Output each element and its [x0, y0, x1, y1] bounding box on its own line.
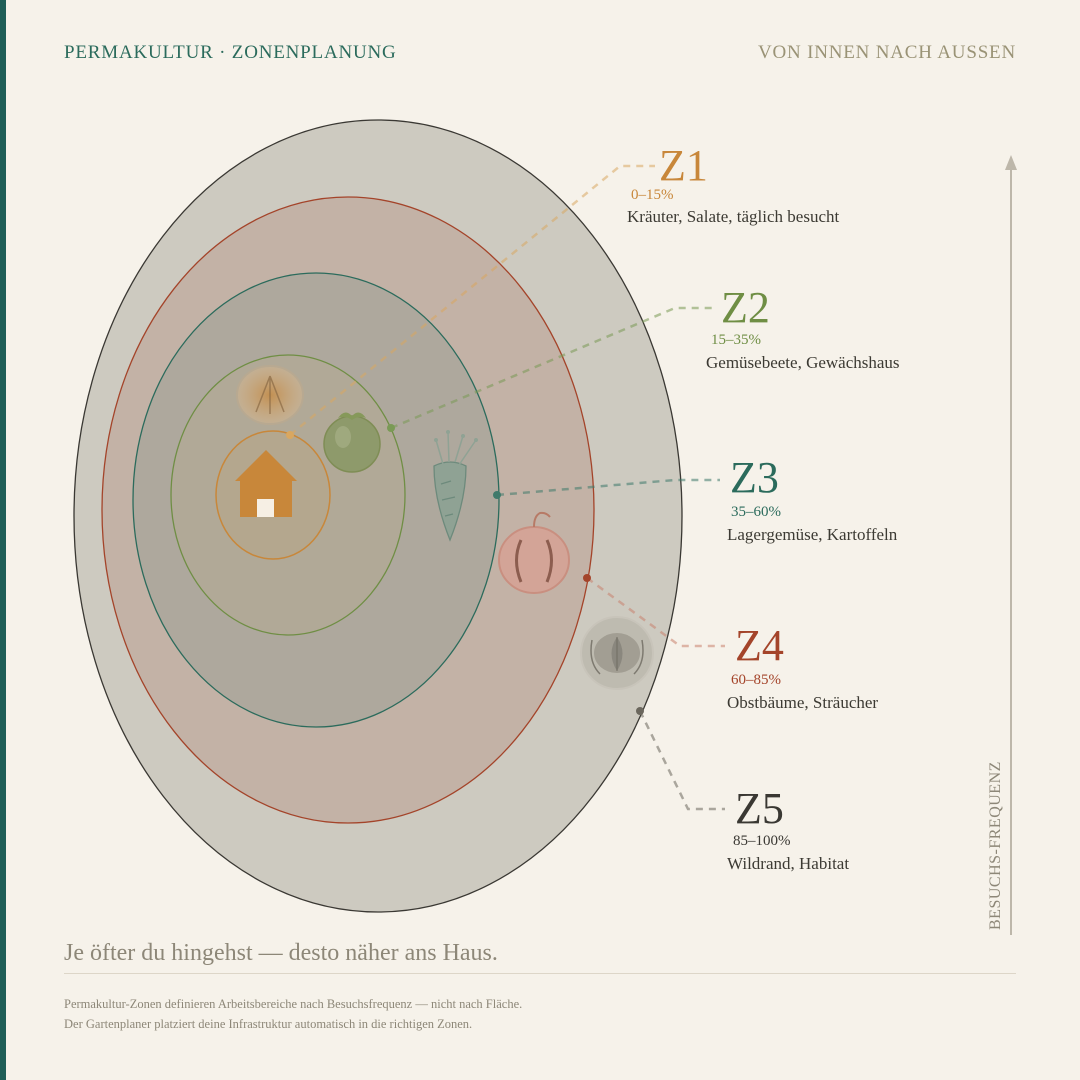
zone-5-anchor: [636, 707, 644, 715]
zone-1-description: Kräuter, Salate, täglich besucht: [627, 207, 840, 226]
zone-2-description: Gemüsebeete, Gewächshaus: [706, 353, 900, 372]
tomato-icon: [323, 412, 381, 473]
footnote-line-1: Permakultur-Zonen definieren Arbeitsbere…: [64, 997, 523, 1011]
zone-1-anchor: [286, 431, 294, 439]
zone-4-range: 60–85%: [731, 672, 781, 688]
zone-1-range: 0–15%: [631, 187, 674, 203]
accent-bar: [0, 0, 6, 1080]
zone-3-range: 35–60%: [731, 504, 781, 520]
zone-4-anchor: [583, 574, 591, 582]
zone-2-range: 15–35%: [711, 332, 761, 348]
zone-5-range: 85–100%: [733, 833, 791, 849]
pumpkin-icon: [498, 511, 570, 594]
zone-5-description: Wildrand, Habitat: [727, 854, 850, 873]
zone-4-description: Obstbäume, Sträucher: [727, 693, 879, 712]
zone-2-anchor: [387, 424, 395, 432]
page-title: PERMAKULTUR · ZONENPLANUNG: [64, 42, 397, 63]
frequency-axis-arrowhead: [1005, 155, 1017, 170]
footnote-line-2: Der Gartenplaner platziert deine Infrast…: [64, 1017, 473, 1031]
zone-5-code: Z5: [735, 784, 784, 833]
seed-icon: [236, 365, 304, 425]
zone-1-code: Z1: [659, 141, 708, 190]
habitat-icon: [580, 616, 654, 690]
zone-2-code: Z2: [721, 283, 770, 332]
tagline: Je öfter du hingehst — desto näher ans H…: [64, 940, 498, 966]
zone-3-description: Lagergemüse, Kartoffeln: [727, 525, 898, 544]
zone-5-leader: [638, 710, 725, 811]
zone-3-code: Z3: [730, 453, 779, 502]
page-subtitle: VON INNEN NACH AUSSEN: [757, 42, 1016, 63]
frequency-axis-label: BESUCHS-FREQUENZ: [987, 761, 1004, 930]
zone-4-code: Z4: [735, 621, 784, 670]
zone-3-anchor: [493, 491, 501, 499]
divider: [64, 973, 1016, 974]
carrot-icon: [433, 430, 478, 542]
house-icon: [235, 450, 297, 517]
zone-3-leader: [496, 478, 720, 497]
zone-4-leader: [586, 576, 725, 648]
